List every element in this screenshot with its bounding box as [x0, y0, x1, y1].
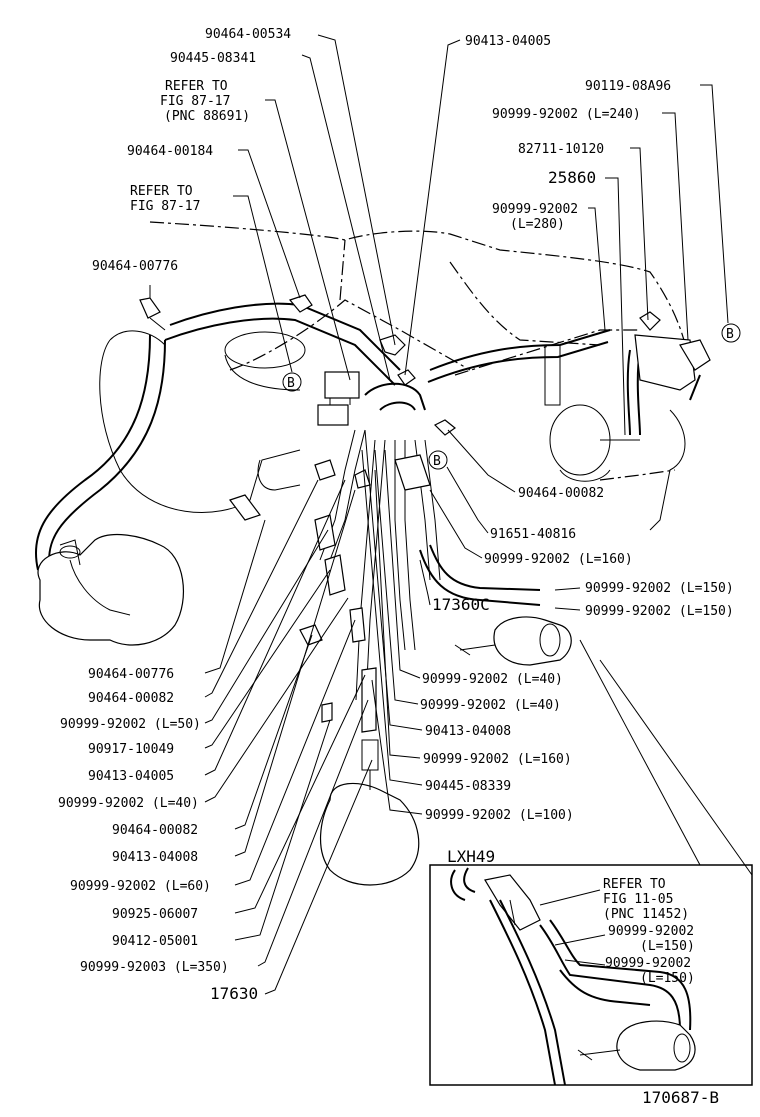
- ref-marker-b-left: [282, 372, 302, 392]
- label-90999-92002-l40-b: 90999-92002 (L=40): [420, 698, 561, 713]
- inset-90999-92002-a: 90999-92002: [608, 924, 694, 939]
- label-17630: 17630: [210, 984, 258, 1003]
- right-top-hoses: [427, 329, 711, 436]
- label-l280: (L=280): [510, 217, 565, 232]
- label-90413-04008-left: 90413-04008: [112, 850, 198, 865]
- label-90999-92002-l60: 90999-92002 (L=60): [70, 879, 211, 894]
- label-90999-92002-l280: 90999-92002: [492, 202, 578, 217]
- label-90999-92003-l350: 90999-92003 (L=350): [80, 960, 229, 975]
- leader-lines: [149, 34, 753, 995]
- label-90464-00082-left-a: 90464-00082: [88, 691, 174, 706]
- label-90999-92002-l100: 90999-92002 (L=100): [425, 808, 574, 823]
- label-90999-92002-l160-right: 90999-92002 (L=160): [484, 552, 633, 567]
- label-90999-92002-l150-b: 90999-92002 (L=150): [585, 604, 734, 619]
- inset-refer-to: REFER TO: [603, 877, 666, 892]
- figure-id: 170687-B: [642, 1088, 719, 1107]
- left-canister: [37, 534, 185, 646]
- label-90999-92002-l50: 90999-92002 (L=50): [60, 717, 201, 732]
- label-fig-87-17-2: FIG 87-17: [130, 199, 200, 214]
- label-90464-00776-top: 90464-00776: [92, 259, 178, 274]
- inset-title: LXH49: [447, 847, 495, 866]
- label-fig-87-17-1: FIG 87-17: [160, 94, 230, 109]
- label-90464-00534: 90464-00534: [205, 27, 291, 42]
- inset-l150-a: (L=150): [640, 939, 695, 954]
- label-90464-00184: 90464-00184: [127, 144, 213, 159]
- label-90464-00082-right: 90464-00082: [518, 486, 604, 501]
- label-90413-04008-right: 90413-04008: [425, 724, 511, 739]
- label-90999-92002-l150-a: 90999-92002 (L=150): [585, 581, 734, 596]
- label-refer-to-2: REFER TO: [130, 184, 193, 199]
- label-90412-05001: 90412-05001: [112, 934, 198, 949]
- ref-marker-b-right-text: B: [726, 327, 734, 342]
- inset-90999-92002-b: 90999-92002: [605, 956, 691, 971]
- label-90999-92002-l160-bottom: 90999-92002 (L=160): [423, 752, 572, 767]
- inset-l150-b: (L=150): [640, 971, 695, 986]
- right-modulator: [454, 616, 572, 666]
- label-90464-00776-left: 90464-00776: [88, 667, 174, 682]
- label-90999-92002-l240: 90999-92002 (L=240): [492, 107, 641, 122]
- label-90464-00082-left-b: 90464-00082: [112, 823, 198, 838]
- inset-fig-11-05: FIG 11-05: [603, 892, 673, 907]
- ref-markers: B B B: [282, 323, 741, 470]
- inset-lxh49: LXH49 REFER TO FIG 11-05 (PNC 11452) 909…: [429, 847, 753, 1086]
- ref-marker-b-center: [428, 450, 448, 470]
- ref-marker-b-left-text: B: [287, 376, 295, 391]
- label-90413-04005-top: 90413-04005: [465, 34, 551, 49]
- label-90925-06007: 90925-06007: [112, 907, 198, 922]
- label-17360c: 17360C: [432, 595, 490, 614]
- ref-marker-b-center-text: B: [433, 454, 441, 469]
- bottom-actuator: [319, 739, 420, 886]
- inset-pnc-11452: (PNC 11452): [603, 907, 689, 922]
- central-valves: [139, 294, 661, 436]
- label-25860: 25860: [548, 168, 596, 187]
- label-pnc-88691: (PNC 88691): [164, 109, 250, 124]
- ref-marker-b-right: [721, 323, 741, 343]
- label-90917-10049: 90917-10049: [88, 742, 174, 757]
- label-90119-08a96: 90119-08A96: [585, 79, 671, 94]
- label-91651-40816: 91651-40816: [490, 527, 576, 542]
- label-90445-08341: 90445-08341: [170, 51, 256, 66]
- label-90999-92002-l40-a: 90999-92002 (L=40): [422, 672, 563, 687]
- label-90445-08339: 90445-08339: [425, 779, 511, 794]
- vertical-hose-bundle: [229, 429, 541, 733]
- part-labels: 90464-00534 90445-08341 REFER TO FIG 87-…: [58, 27, 734, 1003]
- label-refer-to-1: REFER TO: [165, 79, 228, 94]
- engine-body: [99, 330, 686, 531]
- label-82711-10120: 82711-10120: [518, 142, 604, 157]
- left-long-hose: [34, 302, 401, 571]
- label-90413-04005-left: 90413-04005: [88, 769, 174, 784]
- label-90999-92002-l40-left: 90999-92002 (L=40): [58, 796, 199, 811]
